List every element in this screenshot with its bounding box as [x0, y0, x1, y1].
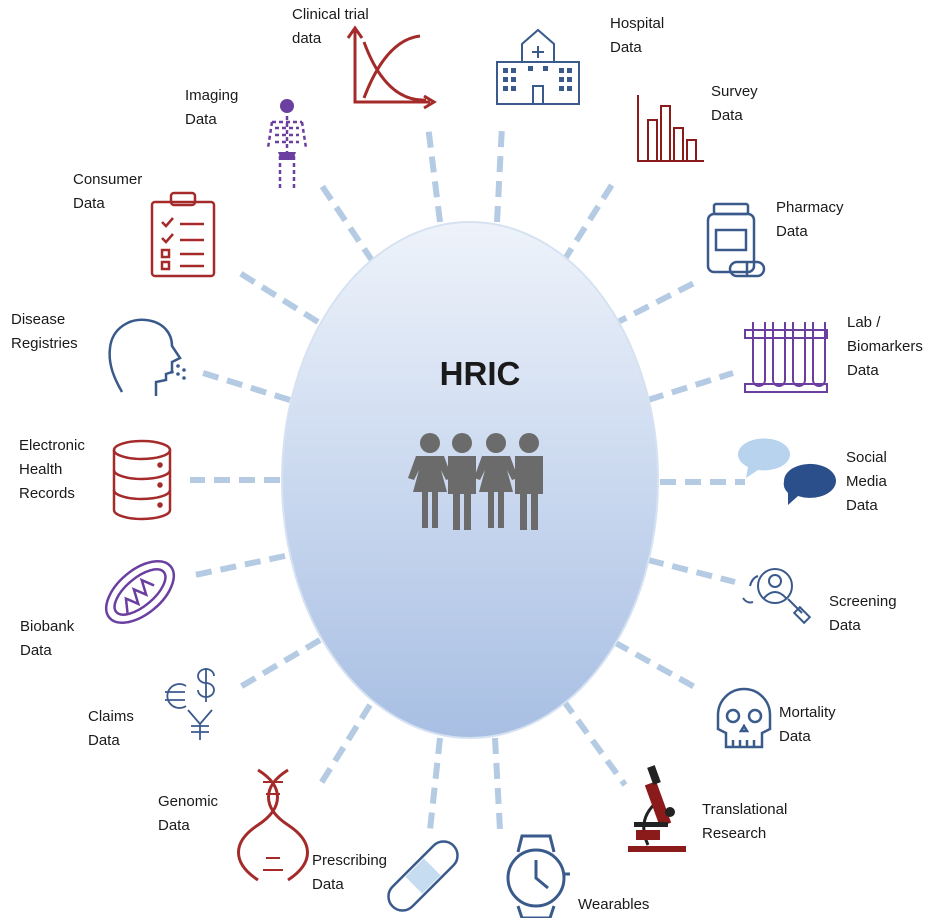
pelvis-shape: [278, 152, 296, 160]
skull-head-dot: [280, 99, 294, 113]
connector-claims: [233, 637, 322, 693]
people-group-icon: [408, 433, 543, 530]
pharmacy-bottle-icon: [706, 202, 766, 278]
connector-survey: [560, 178, 618, 264]
clinical-trial-chart-icon: [346, 25, 437, 110]
connector-disease-registries: [199, 369, 291, 403]
connector-lab: [647, 370, 734, 403]
connector-prescribing: [427, 737, 443, 831]
connector-mortality: [612, 639, 702, 693]
hub-title: HRIC: [439, 355, 521, 392]
connector-hospital: [494, 125, 505, 223]
currency-symbols-icon: [165, 668, 215, 740]
head-profile-icon: [108, 318, 182, 396]
hospital-building-icon: [496, 28, 580, 105]
connector-translational: [560, 698, 628, 787]
smartwatch-icon: [506, 834, 570, 918]
connector-genomic: [317, 703, 373, 787]
breath-dots: [170, 364, 186, 380]
skeleton-icon: [266, 116, 308, 190]
lab-test-tubes-icon: [744, 322, 828, 393]
screening-magnifier-icon: [742, 568, 812, 625]
label-wearables: Wearables: [578, 896, 650, 913]
connector-consumer: [233, 267, 320, 325]
bandage-icon: [387, 840, 459, 912]
connector-clinical-trial: [425, 125, 443, 223]
connector-wearables: [492, 737, 503, 831]
clipboard-checklist-icon: [150, 191, 216, 278]
connector-biobank: [194, 553, 286, 578]
connector-imaging: [315, 178, 376, 264]
mitochondria-icon: [105, 560, 175, 624]
database-icon: [112, 439, 172, 521]
skull-icon: [716, 687, 772, 749]
survey-bar-chart-icon: [637, 95, 704, 162]
connector-pharmacy: [610, 277, 702, 328]
connectors: [190, 125, 745, 831]
speech-bubbles-icon: [737, 438, 836, 505]
microscope-icon: [628, 765, 686, 852]
dna-helix-icon: [237, 768, 309, 882]
hospital-windows: [503, 66, 572, 91]
connector-screening: [647, 557, 736, 585]
